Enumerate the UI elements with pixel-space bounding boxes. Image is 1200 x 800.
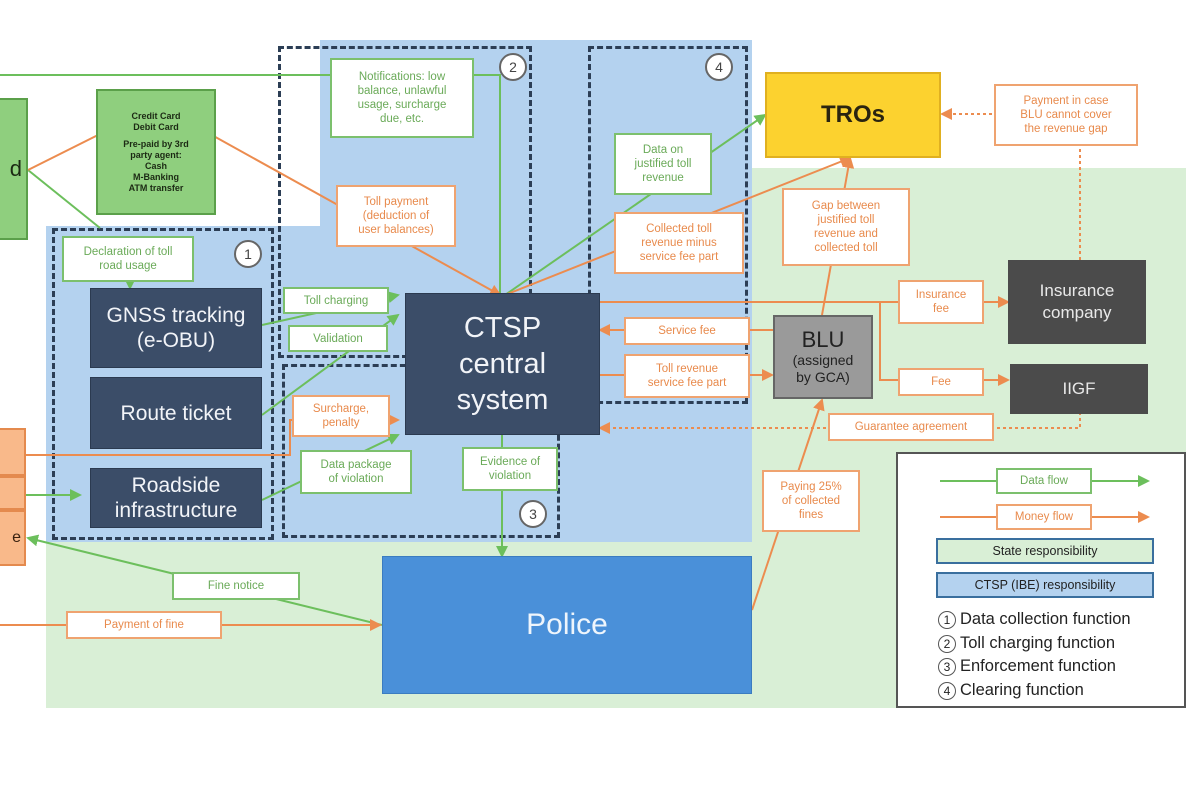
label-evidence: Evidence of violation: [462, 447, 558, 491]
prepaid-methods: Pre-paid by 3rd party agent: Cash M-Bank…: [123, 138, 189, 193]
legend-ctsp-responsibility: CTSP (IBE) responsibility: [936, 572, 1154, 598]
route-ticket-node: Route ticket: [90, 377, 262, 449]
left-orange-box-2: [0, 476, 26, 510]
ctsp-to-tros: [504, 113, 767, 296]
legend-function-4: 4 Clearing function: [938, 681, 1084, 700]
legend-data-flow: Data flow: [996, 468, 1092, 494]
user-node-partial: d: [0, 98, 28, 240]
legend-function-3: 3 Enforcement function: [938, 657, 1116, 676]
label-toll-charging: Toll charging: [283, 287, 389, 314]
legend-circle-4: 4: [938, 681, 956, 700]
notification-line: [0, 74, 501, 295]
legend-circle-1: 1: [938, 610, 956, 629]
card-methods: Credit Card Debit Card: [131, 110, 181, 132]
roadside-infrastructure-node: Roadside infrastructure: [90, 468, 262, 528]
legend: Data flow Money flow State responsibilit…: [896, 452, 1186, 708]
label-gap: Gap between justified toll revenue and c…: [782, 188, 910, 266]
blu-title: BLU: [801, 327, 845, 352]
tros-node: TROs: [765, 72, 941, 158]
legend-money-flow: Money flow: [996, 504, 1092, 530]
label-guarantee: Guarantee agreement: [828, 413, 994, 441]
ctsp-central-system-node: CTSP central system: [405, 293, 600, 435]
label-declaration: Declaration of toll road usage: [62, 236, 194, 282]
function-4-boundary: [588, 46, 748, 404]
function-marker-2: 2: [499, 53, 527, 81]
iigf-node: IIGF: [1010, 364, 1148, 414]
label-paying-25: Paying 25% of collected fines: [762, 470, 860, 532]
legend-state-responsibility: State responsibility: [936, 538, 1154, 564]
legend-function-2: 2 Toll charging function: [938, 634, 1115, 653]
left-orange-box-1: [0, 428, 26, 476]
label-notifications: Notifications: low balance, unlawful usa…: [330, 58, 474, 138]
label-fine-notice: Fine notice: [172, 572, 300, 600]
label-service-fee: Service fee: [624, 317, 750, 345]
label-toll-payment: Toll payment (deduction of user balances…: [336, 185, 456, 247]
police-node: Police: [382, 556, 752, 694]
insurance-company-node: Insurance company: [1008, 260, 1146, 344]
declaration-line: [27, 169, 101, 229]
label-payment-case: Payment in case BLU cannot cover the rev…: [994, 84, 1138, 146]
function-1-boundary: [52, 228, 274, 540]
label-surcharge: Surcharge, penalty: [292, 395, 390, 437]
legend-circle-3: 3: [938, 657, 956, 676]
function-marker-3: 3: [519, 500, 547, 528]
legend-function-1: 1 Data collection function: [938, 610, 1131, 629]
blu-subtitle: (assigned by GCA): [792, 352, 854, 385]
label-data-justified: Data on justified toll revenue: [614, 133, 712, 195]
label-insurance-fee: Insurance fee: [898, 280, 984, 324]
label-toll-revenue-fee: Toll revenue service fee part: [624, 354, 750, 398]
blu-node: BLU (assigned by GCA): [773, 315, 873, 399]
label-data-package: Data package of violation: [300, 450, 412, 494]
label-validation: Validation: [288, 325, 388, 352]
left-orange-box-3: e: [0, 510, 26, 566]
payment-methods-box: Credit Card Debit Card Pre-paid by 3rd p…: [96, 89, 216, 215]
label-collected-toll: Collected toll revenue minus service fee…: [614, 212, 744, 274]
label-payment-of-fine: Payment of fine: [66, 611, 222, 639]
guarantee-line: [598, 412, 1081, 434]
gnss-tracking-node: GNSS tracking (e-OBU): [90, 288, 262, 368]
function-marker-4: 4: [705, 53, 733, 81]
function-marker-1: 1: [234, 240, 262, 268]
label-fee: Fee: [898, 368, 984, 396]
legend-circle-2: 2: [938, 634, 956, 653]
